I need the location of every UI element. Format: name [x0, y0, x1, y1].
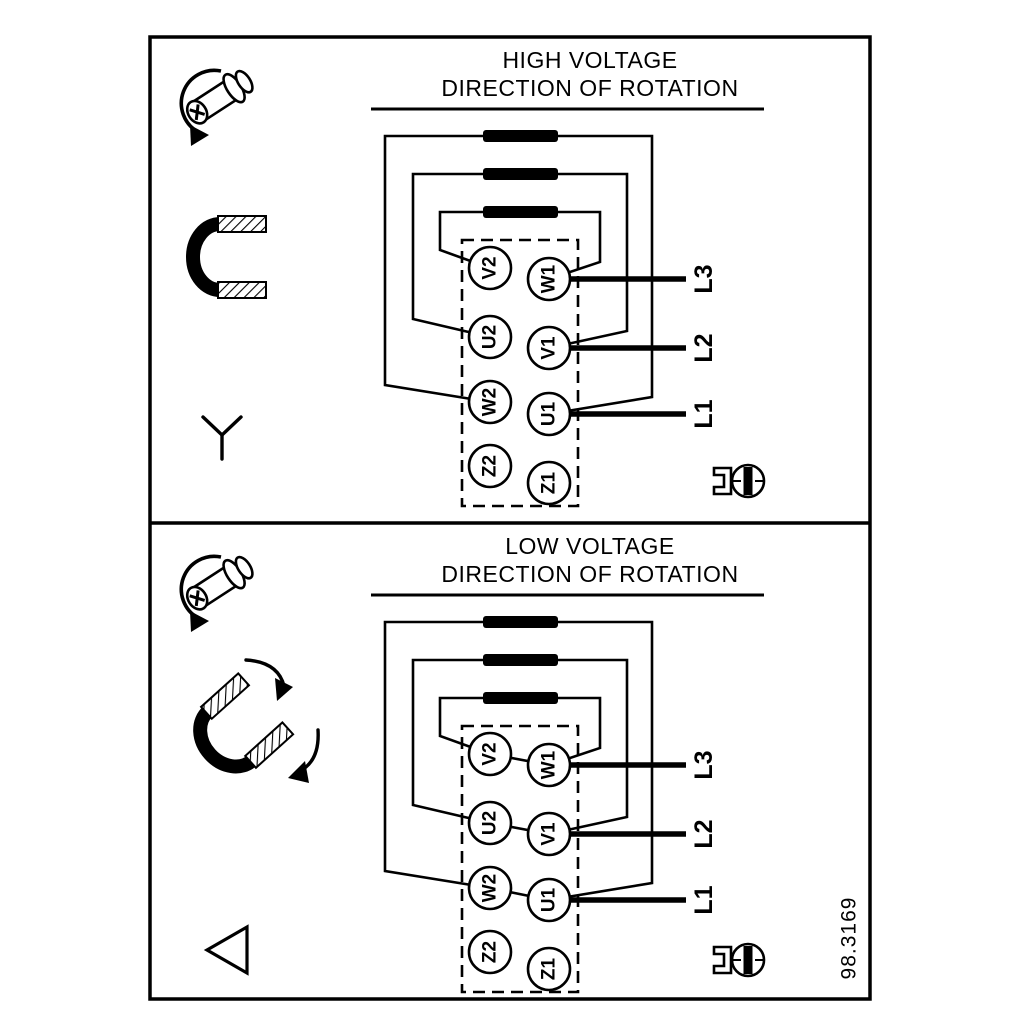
jumper-plate	[243, 721, 295, 770]
jumper-bracket-rotated-icon	[193, 672, 295, 774]
supply-lines	[570, 762, 686, 903]
terminals: V2 U2 W2 Z2 W1 V1 U1 Z1	[467, 245, 572, 506]
jumper-bar	[483, 692, 558, 704]
terminal-v1	[526, 811, 572, 857]
jumper-plate	[199, 672, 251, 721]
terminal-label: V1	[539, 336, 560, 360]
label-L2: L2	[690, 819, 718, 848]
panel-title: LOW VOLTAGE	[505, 533, 675, 559]
panel-title: HIGH VOLTAGE	[502, 47, 677, 73]
jumper-bar	[483, 206, 558, 218]
panel-high-voltage: HIGH VOLTAGE DIRECTION OF ROTATION	[179, 47, 766, 508]
figure-number: 98.3169	[838, 897, 861, 980]
delta-symbol	[203, 924, 249, 976]
outer-border	[148, 35, 872, 1001]
label-L2: L2	[690, 333, 718, 362]
label-L1: L1	[690, 399, 718, 428]
jumper-plate	[217, 281, 267, 299]
jumper-bar	[483, 168, 558, 180]
terminal-label: Z1	[539, 957, 560, 980]
star-symbol	[201, 415, 243, 461]
terminal-label: W1	[539, 750, 560, 779]
panel-low-voltage: LOW VOLTAGE DIRECTION OF ROTATION	[179, 533, 766, 994]
terminal-block	[460, 238, 580, 508]
terminal-z1	[526, 946, 572, 992]
ground-screw-icon	[712, 942, 766, 978]
panel-subtitle: DIRECTION OF ROTATION	[441, 561, 738, 587]
terminal-label: Z2	[480, 941, 501, 963]
ground-screw-icon	[712, 463, 766, 499]
terminal-w1	[526, 256, 572, 302]
terminal-u2	[467, 800, 513, 846]
terminal-label: Z1	[539, 471, 560, 494]
panel-subtitle: DIRECTION OF ROTATION	[441, 75, 738, 101]
terminal-u2	[467, 314, 513, 360]
terminal-z1	[526, 460, 572, 506]
terminal-label: W2	[480, 388, 501, 417]
screw-rotation-icon	[179, 63, 260, 148]
terminal-z2	[467, 443, 513, 489]
terminal-v1	[526, 325, 572, 371]
terminal-label: W1	[539, 264, 560, 293]
jumper-bar	[483, 130, 558, 142]
jumper-bar	[483, 654, 558, 666]
screw-rotation-icon	[179, 549, 260, 634]
terminal-w1	[526, 742, 572, 788]
terminal-v2	[467, 731, 513, 777]
supply-line-labels: L3 L2 L1	[690, 750, 718, 914]
terminal-u1	[526, 877, 572, 923]
terminal-label: V2	[480, 256, 501, 279]
terminal-label: W2	[480, 874, 501, 903]
supply-lines	[570, 276, 686, 417]
supply-line-labels: L3 L2 L1	[690, 264, 718, 428]
jumper-bracket-icon	[186, 215, 267, 299]
label-L3: L3	[690, 264, 718, 293]
label-L3: L3	[690, 750, 718, 779]
terminal-v2	[467, 245, 513, 291]
terminal-w2	[467, 379, 513, 425]
terminal-label: U2	[480, 325, 501, 349]
terminal-label: V2	[480, 742, 501, 765]
terminal-u1	[526, 391, 572, 437]
terminal-label: V1	[539, 822, 560, 846]
terminal-label: Z2	[480, 455, 501, 477]
terminal-label: U1	[539, 887, 560, 912]
terminal-block	[460, 724, 580, 994]
terminal-label: U1	[539, 401, 560, 426]
terminals: V2 U2 W2 Z2 W1 V1 U1 Z1	[467, 731, 572, 992]
terminal-label: U2	[480, 811, 501, 835]
terminal-z2	[467, 929, 513, 975]
jumper-plate	[217, 215, 267, 233]
terminal-w2	[467, 865, 513, 911]
label-L1: L1	[690, 885, 718, 914]
rotation-arrows-icon	[244, 658, 320, 783]
jumper-bar	[483, 616, 558, 628]
